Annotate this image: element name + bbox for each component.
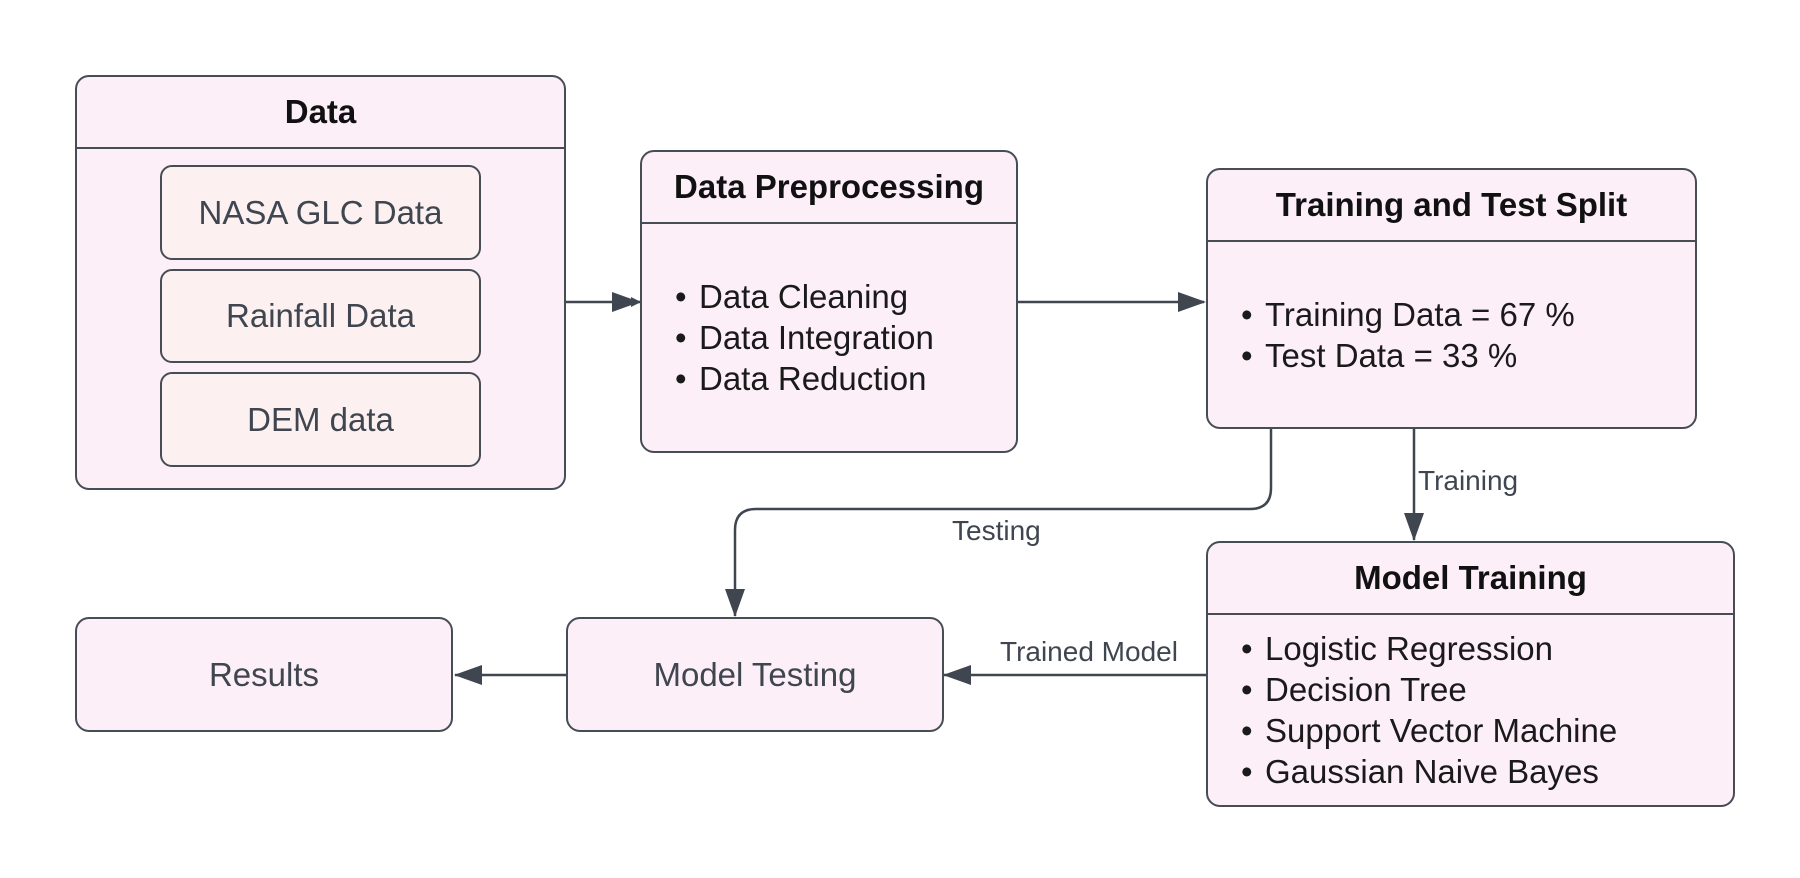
data-source-rainfall: Rainfall Data xyxy=(160,269,481,363)
results-node: Results xyxy=(75,617,453,732)
edge-split-to-model-testing xyxy=(733,428,1273,616)
split-node: Training and Test Split Training Data = … xyxy=(1206,168,1697,429)
arrowhead-trained-model xyxy=(943,665,971,685)
list-item: Support Vector Machine xyxy=(1241,710,1617,751)
list-item: Data Reduction xyxy=(675,358,934,399)
list-item: Data Cleaning xyxy=(675,276,934,317)
data-group-title: Data xyxy=(77,77,564,149)
edge-label-trained-model: Trained Model xyxy=(1000,636,1178,667)
list-item: Logistic Regression xyxy=(1241,628,1617,669)
arrowhead-model-training xyxy=(1404,513,1424,541)
arrowhead-split xyxy=(1178,292,1206,312)
list-item: Data Integration xyxy=(675,317,934,358)
arrowhead-model-testing xyxy=(725,589,745,617)
model-testing-node: Model Testing xyxy=(566,617,944,732)
preprocessing-node: Data Preprocessing Data Cleaning Data In… xyxy=(640,150,1018,453)
split-items: Training Data = 67 % Test Data = 33 % xyxy=(1241,294,1575,376)
arrowhead-results xyxy=(454,665,482,685)
model-training-title: Model Training xyxy=(1208,543,1733,615)
model-list: Logistic Regression Decision Tree Suppor… xyxy=(1241,628,1617,792)
split-title: Training and Test Split xyxy=(1208,170,1695,242)
data-source-dem: DEM data xyxy=(160,372,481,467)
model-training-node: Model Training Logistic Regression Decis… xyxy=(1206,541,1735,807)
edge-label-testing: Testing xyxy=(952,515,1041,546)
data-source-nasa-glc: NASA GLC Data xyxy=(160,165,481,260)
edge-label-training: Training xyxy=(1418,465,1519,496)
list-item: Gaussian Naive Bayes xyxy=(1241,751,1617,792)
list-item: Decision Tree xyxy=(1241,669,1617,710)
arrowhead-preprocessing xyxy=(612,292,640,312)
list-item: Training Data = 67 % xyxy=(1241,294,1575,335)
preprocessing-steps: Data Cleaning Data Integration Data Redu… xyxy=(675,276,934,399)
list-item: Test Data = 33 % xyxy=(1241,335,1575,376)
preprocessing-title: Data Preprocessing xyxy=(642,152,1016,224)
data-group: Data NASA GLC Data Rainfall Data DEM dat… xyxy=(75,75,566,490)
